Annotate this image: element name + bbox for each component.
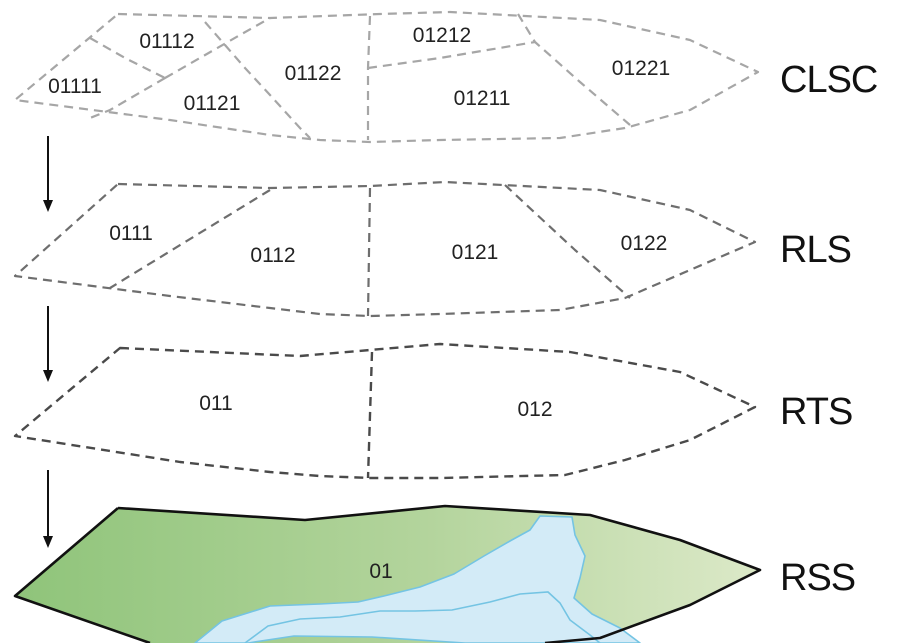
clsc-region-label: 01212 — [413, 24, 471, 47]
clsc-region-label: 01121 — [184, 92, 241, 115]
clsc-layer-label: CLSC — [780, 59, 877, 101]
rls-region-label: 0121 — [452, 241, 499, 264]
down-arrow-icon — [43, 306, 53, 382]
clsc-layer: 01112 01111 01121 01122 01212 01211 0122… — [13, 10, 878, 144]
rss-outline — [13, 504, 762, 643]
down-arrow-icon — [43, 470, 53, 548]
rss-water — [194, 515, 641, 643]
clsc-region-label: 01221 — [612, 57, 670, 80]
clsc-region-label: 01112 — [139, 30, 194, 53]
rts-outline — [13, 342, 757, 480]
rls-outline — [13, 180, 757, 318]
rts-boundaries — [366, 351, 374, 479]
rls-region-label: 0112 — [250, 244, 295, 267]
rts-region-label: 012 — [517, 398, 552, 421]
rls-region-label: 0122 — [621, 232, 668, 255]
clsc-region-label: 01111 — [48, 75, 102, 98]
rss-layer-label: RSS — [780, 557, 855, 599]
rts-layer-label: RTS — [780, 391, 852, 433]
clsc-region-label: 01211 — [454, 87, 511, 110]
clsc-region-label: 01122 — [285, 62, 342, 85]
down-arrow-icon — [43, 136, 53, 212]
clsc-outline — [13, 10, 760, 144]
rls-layer: 0111 0112 0121 0122 RLS — [13, 180, 852, 318]
rss-water-inner-edge — [244, 591, 601, 643]
rls-boundaries — [109, 184, 631, 317]
rts-region-label: 011 — [199, 392, 232, 415]
rss-region-label: 01 — [369, 560, 392, 583]
clsc-boundaries — [89, 13, 631, 140]
rls-layer-label: RLS — [780, 229, 851, 271]
rts-layer: 011 012 RTS — [13, 342, 853, 480]
rss-layer: 01 RSS — [13, 504, 856, 643]
rls-region-label: 0111 — [109, 222, 153, 245]
